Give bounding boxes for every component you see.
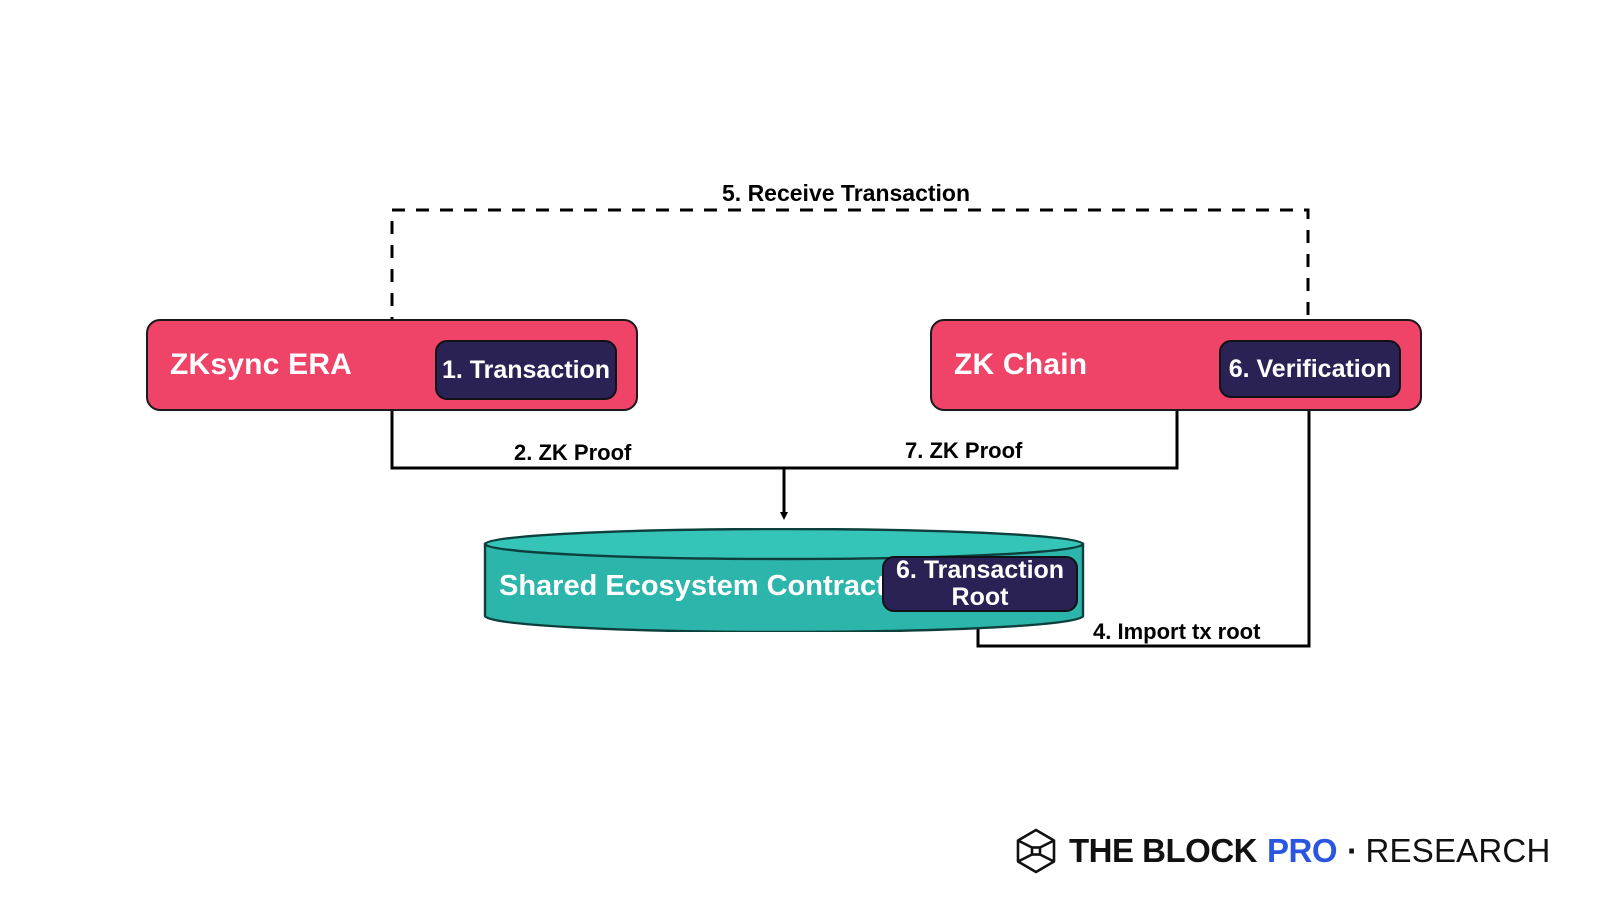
footer-logo: THE BLOCK PRO · RESEARCH (1015, 828, 1551, 874)
logo-wordmark: THE BLOCK PRO · RESEARCH (1069, 832, 1551, 870)
badge-verification[interactable]: 6. Verification (1219, 340, 1401, 398)
edge-zk-proof-chain (784, 410, 1179, 470)
logo-the-block: THE BLOCK (1069, 832, 1258, 869)
badge-transaction-root-line1: 6. Transaction (895, 556, 1065, 584)
cylinder-label: Shared Ecosystem Contracts (499, 570, 902, 602)
edge-label-receive-transaction: 5. Receive Transaction (722, 180, 971, 206)
zk-chain-title: ZK Chain (954, 348, 1088, 381)
edge-label-zk-proof-era: 2. ZK Proof (514, 440, 632, 465)
badge-verification-label: 6. Verification (1228, 354, 1392, 383)
edge-label-zk-proof-chain: 7. ZK Proof (905, 438, 1023, 463)
badge-transaction[interactable]: 1. Transaction (435, 340, 617, 400)
logo-research: RESEARCH (1365, 832, 1551, 869)
logo-pro: PRO (1267, 832, 1338, 869)
edge-label-import-tx-root: 4. Import tx root (1093, 619, 1261, 644)
logo-separator: · (1347, 832, 1358, 869)
badge-transaction-root-line2: Root (951, 583, 1009, 611)
badge-transaction-root[interactable]: 6. Transaction Root (882, 556, 1078, 612)
zksync-era-title: ZKsync ERA (170, 348, 353, 381)
badge-transaction-label: 1. Transaction (441, 355, 611, 384)
edge-zk-proof-era (390, 410, 788, 520)
hexagon-cube-icon (1016, 828, 1056, 874)
edge-receive-transaction (390, 208, 1313, 337)
